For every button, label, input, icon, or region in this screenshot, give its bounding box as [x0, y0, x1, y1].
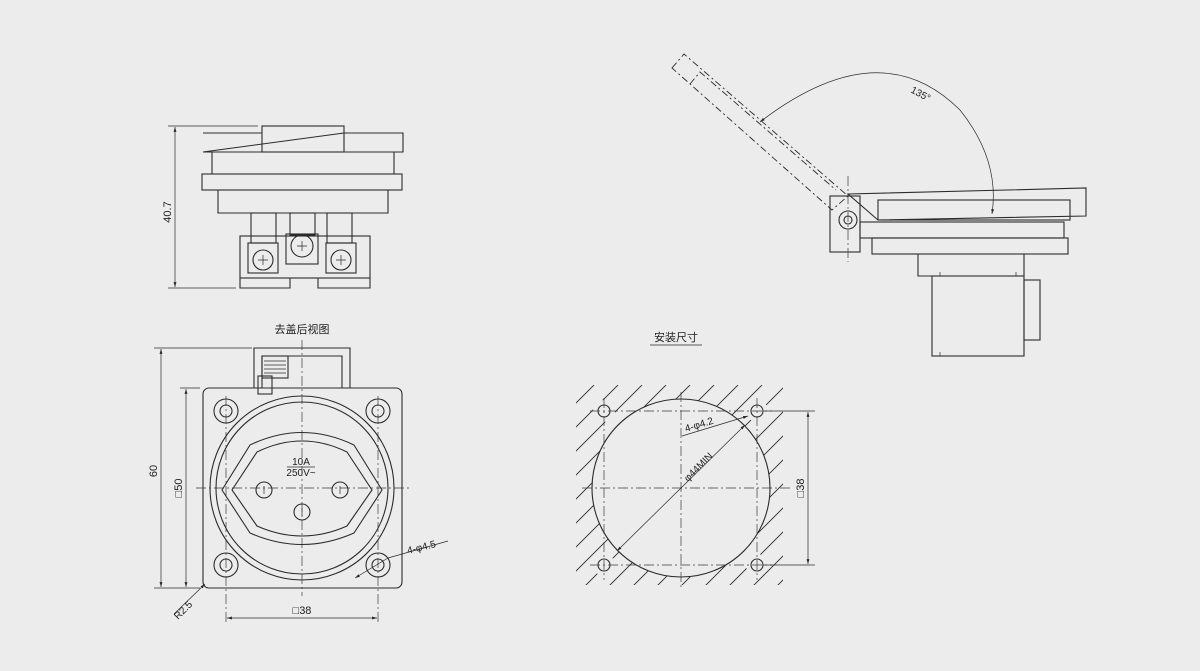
dim-cutout-square: □38	[795, 479, 807, 498]
dim-square-50: □50	[173, 479, 185, 498]
rating-current: 10A	[292, 457, 310, 468]
dim-height-40-7: 40.7	[162, 201, 174, 222]
rating-voltage: 250V~	[286, 468, 315, 479]
dim-overall-60: 60	[148, 465, 160, 477]
dim-square-38-bottom: □38	[293, 605, 312, 617]
mounting-title: 安装尺寸	[654, 330, 698, 344]
dim-radius: R2.5	[172, 599, 195, 622]
front-view: 40.7	[162, 125, 404, 289]
mounting-cutout: 安装尺寸	[576, 330, 815, 590]
hatch-pattern	[576, 385, 783, 585]
lid-angle-label: 135°	[909, 85, 932, 104]
rear-view-title: 去盖后视图	[275, 322, 330, 336]
side-view: 135°	[671, 53, 1087, 357]
dim-mount-holes: 4-φ4.5	[406, 539, 437, 557]
rear-view: 去盖后视图 10A 250V~ 60	[148, 322, 449, 625]
